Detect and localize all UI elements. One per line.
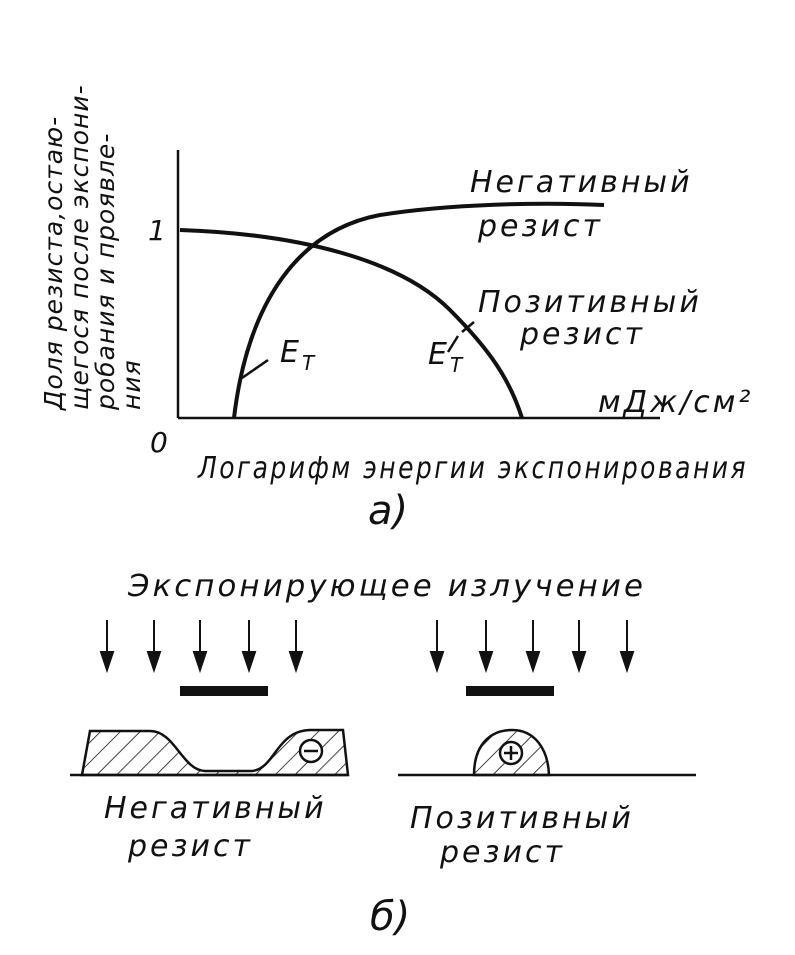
chart-panel-a: Доля резиста,остаю- щегося после экспони… [39, 84, 753, 534]
y-axis-label: Доля резиста,остаю- щегося после экспони… [39, 84, 146, 411]
negative-threshold-leader [241, 358, 269, 380]
panel-label-b: б) [370, 894, 410, 940]
negative-resist-label-line-1: Негативный [470, 165, 693, 200]
plus-sign-icon [498, 740, 524, 766]
arrow-icon [288, 620, 304, 674]
origin-label: 0 [150, 426, 168, 459]
arrow-icon [241, 620, 257, 674]
y-axis-label-line-1: Доля резиста,остаю- [39, 116, 68, 411]
y-axis-label-line-3: робания и проявле- [91, 133, 120, 411]
minus-sign-icon [298, 738, 324, 764]
negative-resist-label-line-2: резист [477, 209, 603, 244]
arrow-icon [99, 620, 115, 674]
mask-left [180, 686, 268, 696]
negative-resist-schematic-label-line-2: резист [127, 829, 253, 864]
arrows-left [99, 620, 304, 674]
y-axis-label-line-4: ния [117, 359, 146, 410]
arrow-icon [146, 620, 162, 674]
negative-resist-schematic-label-line-1: Негативный [104, 791, 327, 826]
schematic-panel-b: Экспонирующее излучение [70, 569, 696, 940]
y-tick-1: 1 [148, 214, 166, 247]
arrow-icon [571, 620, 587, 674]
arrow-icon [478, 620, 494, 674]
positive-resist-label-line-1: Позитивный [478, 285, 702, 320]
arrows-right [429, 620, 635, 674]
negative-threshold-label: ET [280, 335, 317, 375]
mask-right [466, 686, 554, 696]
positive-resist-schematic-label-line-2: резист [439, 835, 565, 870]
y-axis-label-line-2: щегося после экспони- [65, 84, 94, 410]
arrow-icon [525, 620, 541, 674]
panel-label-a: а) [368, 488, 408, 534]
positive-threshold-leader [446, 335, 460, 353]
positive-resist-curve [179, 228, 524, 419]
positive-leader-to-label [461, 321, 475, 333]
positive-resist-schematic-label-line-1: Позитивный [410, 801, 634, 836]
arrow-icon [429, 620, 445, 674]
negative-resist-profile [80, 728, 350, 777]
negative-resist-curve [232, 201, 605, 419]
positive-resist-label-line-2: резист [519, 317, 645, 352]
positive-threshold-label: ET [428, 337, 465, 377]
exposure-title: Экспонирующее излучение [127, 569, 646, 604]
arrow-icon [619, 620, 635, 674]
x-unit: мДж/см² [598, 385, 753, 420]
x-axis-label: Логарифм энергии экспонирования [197, 451, 748, 486]
arrow-icon [192, 620, 208, 674]
